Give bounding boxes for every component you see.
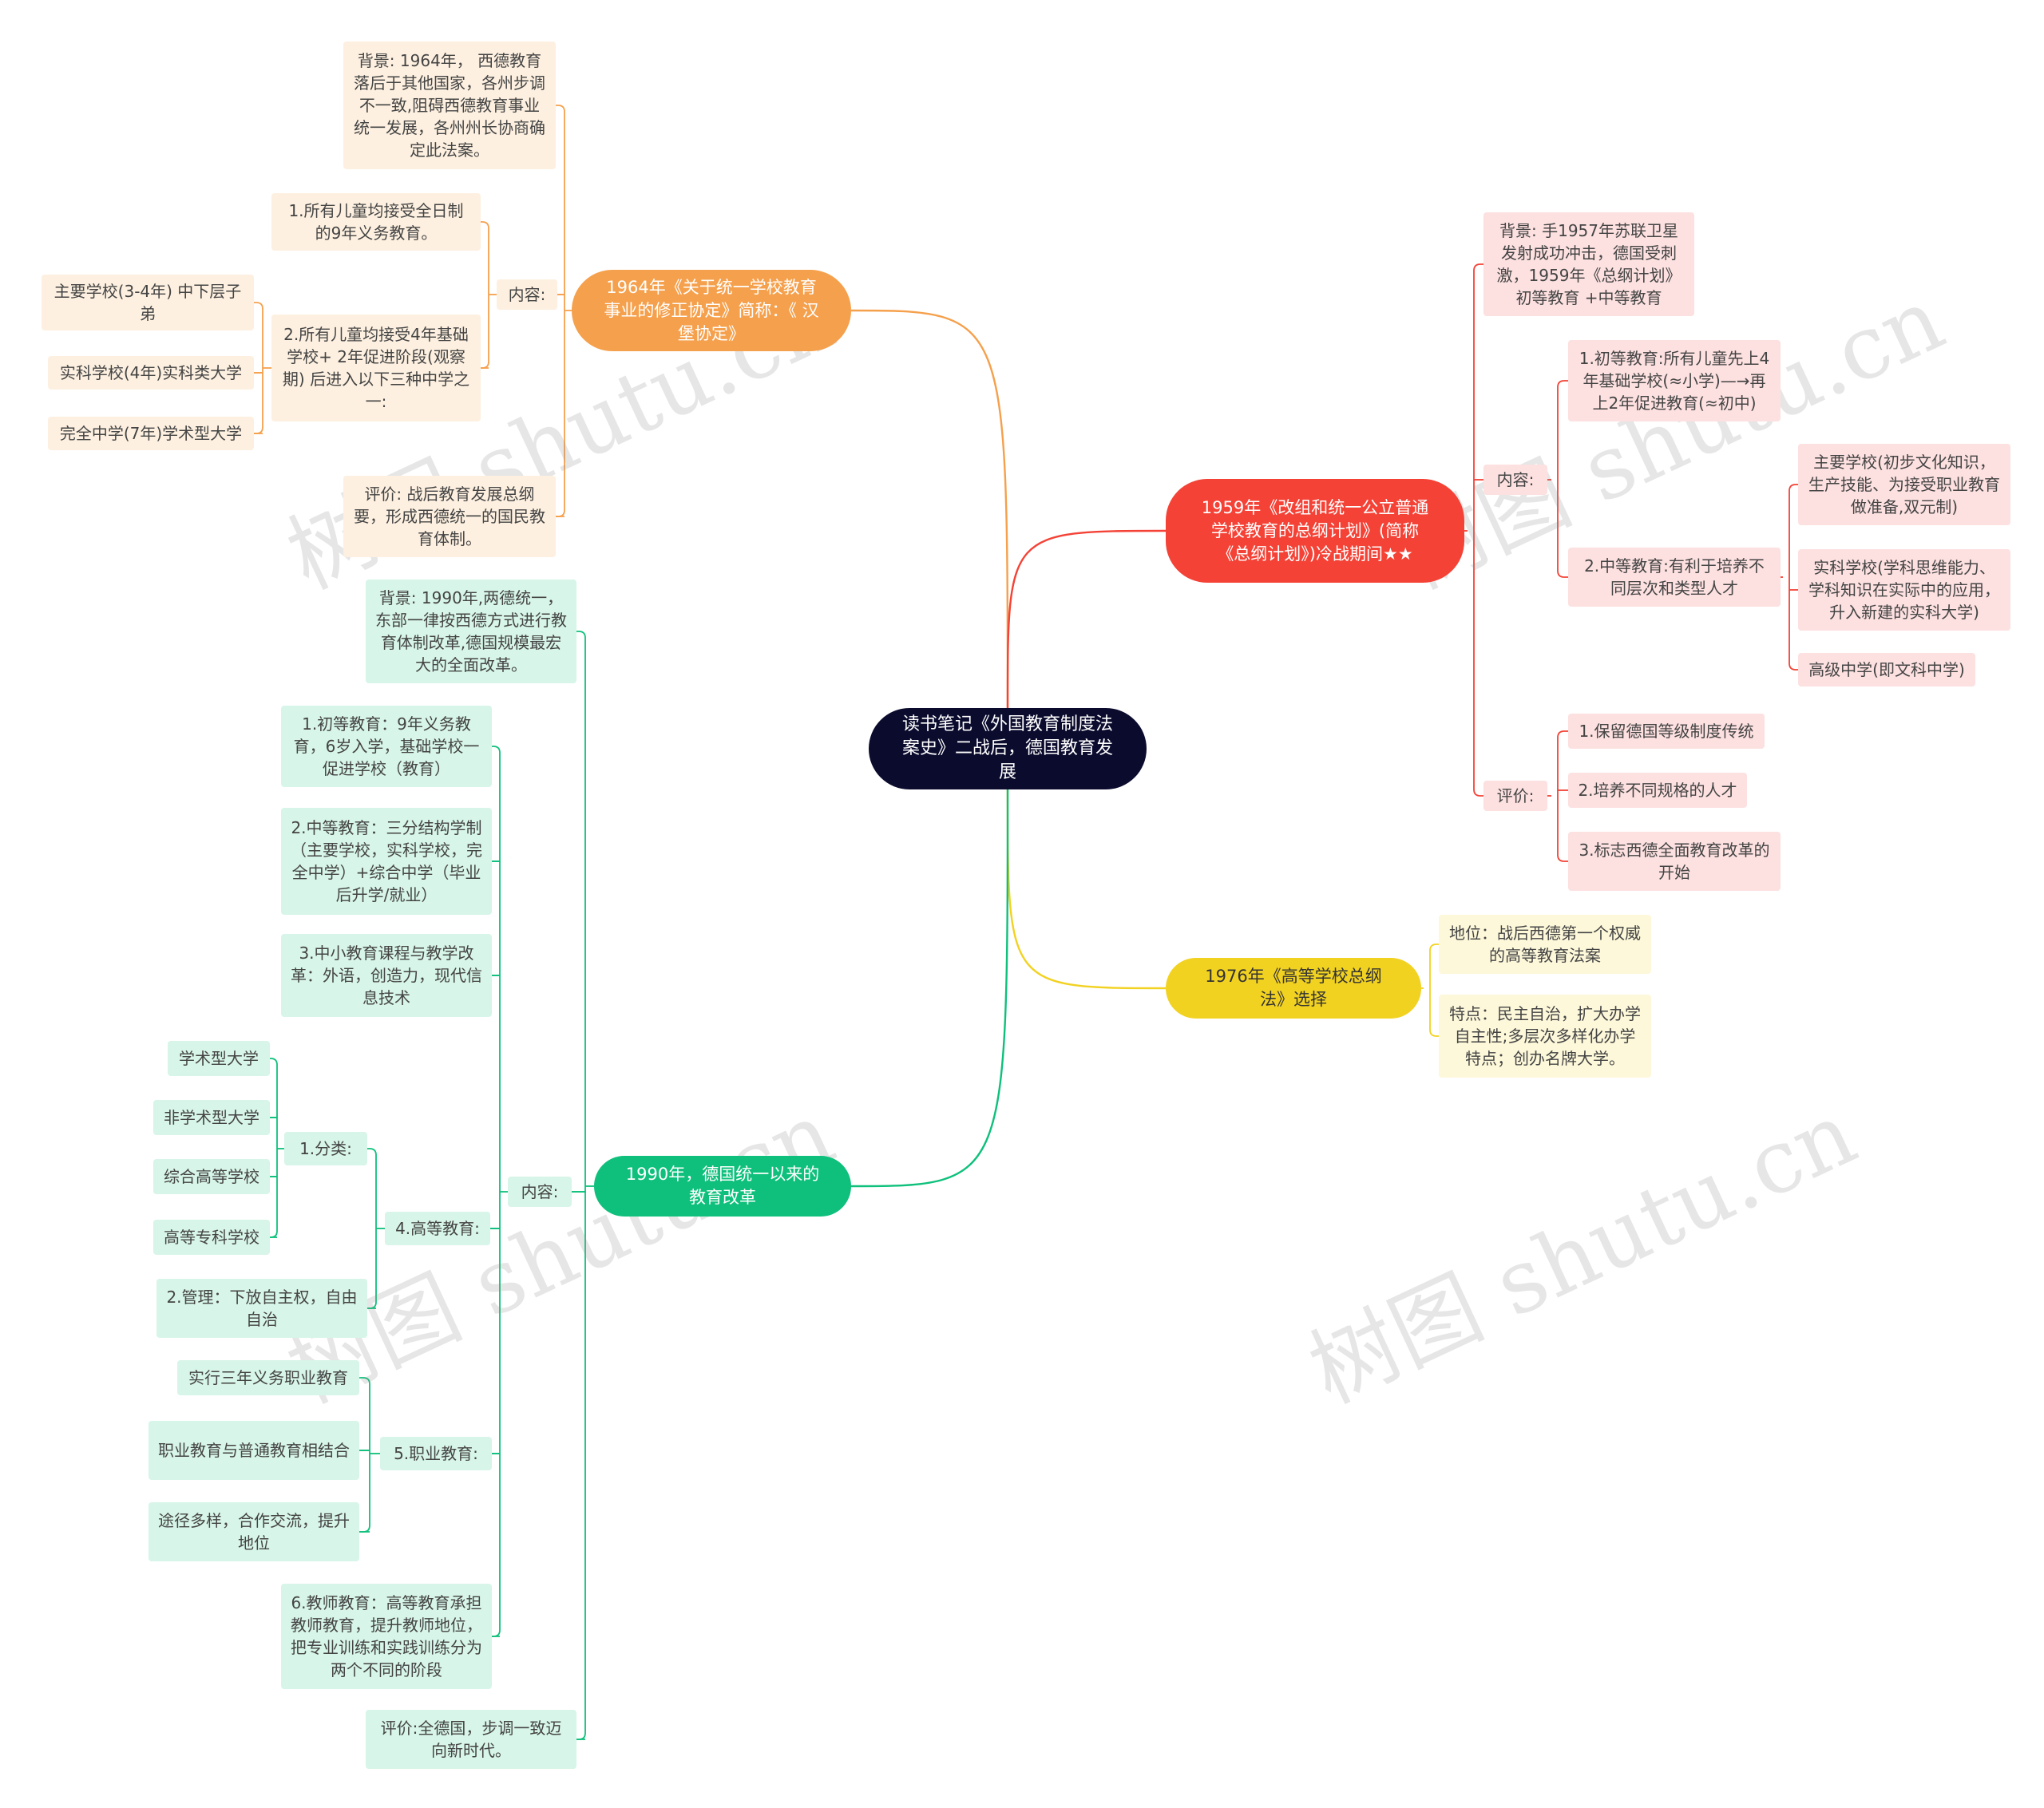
connector xyxy=(492,1629,501,1637)
node-1964-school-realschule[interactable]: 实科学校(4年)实科类大学 xyxy=(48,356,254,390)
connector xyxy=(1788,484,1798,492)
node-1990-class-academic[interactable]: 学术型大学 xyxy=(168,1041,270,1076)
node-1990-item2[interactable]: 2.中等教育：三分结构学制（主要学校，实科学校，完全中学）+综合中学（毕业后升学… xyxy=(281,808,492,915)
node-1990-class-non-academic[interactable]: 非学术型大学 xyxy=(153,1100,270,1135)
node-1959-evaluation-label[interactable]: 评价: xyxy=(1483,781,1547,811)
connector xyxy=(1006,529,1167,709)
node-1959-eval1[interactable]: 1.保留德国等级制度传统 xyxy=(1568,714,1765,749)
node-1964-item1[interactable]: 1.所有儿童均接受全日制的9年义务教育。 xyxy=(271,193,481,251)
node-1990-vocational-3[interactable]: 途径多样，合作交流，提升地位 xyxy=(149,1502,359,1561)
connector xyxy=(576,631,586,639)
node-1990-management[interactable]: 2.管理：下放自主权，自由自治 xyxy=(156,1279,367,1338)
connector xyxy=(1557,380,1568,388)
node-1959-eval2[interactable]: 2.培养不同规格的人才 xyxy=(1568,773,1747,808)
branch-1976-higher-education-law[interactable]: 1976年《高等学校总纲法》选择 xyxy=(1166,958,1421,1019)
connector xyxy=(556,105,565,113)
connector xyxy=(1557,854,1568,862)
node-1990-evaluation[interactable]: 评价:全德国，步调一致迈向新时代。 xyxy=(366,1710,576,1769)
node-1964-evaluation[interactable]: 评价: 战后教育发展总纲要，形成西德统一的国民教育体制。 xyxy=(343,476,556,557)
node-1990-background[interactable]: 背景: 1990年,两德统一，东部一律按西德方式进行教育体制改革,德国规模最宏大… xyxy=(366,580,576,683)
connector xyxy=(576,1732,586,1740)
connector xyxy=(254,302,263,310)
connector xyxy=(850,789,1009,1188)
connector xyxy=(556,509,565,517)
branch-1990-reunification-reform[interactable]: 1990年，德国统一以来的教育改革 xyxy=(594,1156,851,1217)
node-1990-item1[interactable]: 1.初等教育：9年义务教育，6岁入学，基础学校一促进学校（教育） xyxy=(281,706,492,787)
node-1990-class-specialized[interactable]: 高等专科学校 xyxy=(153,1220,270,1255)
connector xyxy=(1429,944,1439,951)
connector xyxy=(254,426,263,434)
connector xyxy=(1557,570,1568,578)
connector xyxy=(1788,663,1798,671)
node-1959-school-main[interactable]: 主要学校(初步文化知识，生产技能、为接受职业教育做准备,双元制) xyxy=(1798,444,2010,525)
connector xyxy=(270,1058,278,1066)
node-1990-content-label[interactable]: 内容: xyxy=(508,1177,572,1207)
connector xyxy=(850,309,1009,709)
connector xyxy=(367,1301,377,1309)
node-1990-vocational-2[interactable]: 职业教育与普通教育相结合 xyxy=(149,1421,359,1480)
node-1990-item3[interactable]: 3.中小教育课程与教学改革：外语，创造力，现代信息技术 xyxy=(281,934,492,1017)
node-1959-eval3[interactable]: 3.标志西德全面教育改革的开始 xyxy=(1568,832,1781,891)
node-1990-vocational-1[interactable]: 实行三年义务职业教育 xyxy=(177,1360,359,1395)
node-1959-school-gymnasium[interactable]: 高级中学(即文科中学) xyxy=(1798,653,1975,686)
branch-1959-general-plan[interactable]: 1959年《改组和统一公立普通学校教育的总纲计划》(简称 《总纲计划》)冷战期间… xyxy=(1166,479,1464,583)
node-1990-higher-education[interactable]: 4.高等教育: xyxy=(385,1212,490,1245)
connector xyxy=(1557,730,1568,738)
connector xyxy=(481,361,489,369)
node-1959-item1[interactable]: 1.初等教育:所有儿童先上4年基础学校(≈小学)—→再 上2年促进教育(≈初中) xyxy=(1568,340,1781,421)
node-1990-vocational-education[interactable]: 5.职业教育: xyxy=(380,1437,492,1470)
node-1959-background[interactable]: 背景: 手1957年苏联卫星发射成功冲击，德国受刺激，1959年《总纲计划》初等… xyxy=(1483,212,1694,316)
node-1964-school-main[interactable]: 主要学校(3-4年) 中下层子弟 xyxy=(42,275,254,330)
root-node[interactable]: 读书笔记《外国教育制度法案史》二战后，德国教育发展 xyxy=(869,708,1147,789)
connector xyxy=(359,1525,370,1533)
connector xyxy=(359,1377,370,1385)
connector xyxy=(367,1148,377,1156)
connector xyxy=(492,746,501,754)
connector xyxy=(1473,263,1483,271)
node-1959-item2[interactable]: 2.中等教育:有利于培养不同层次和类型人才 xyxy=(1568,548,1781,607)
node-1976-status[interactable]: 地位：战后西德第一个权威的高等教育法案 xyxy=(1439,915,1651,974)
node-1990-item6[interactable]: 6.教师教育：高等教育承担教师教育，提升教师地位，把专业训练和实践训练分为两个不… xyxy=(281,1584,492,1689)
node-1964-item2[interactable]: 2.所有儿童均接受4年基础学校+ 2年促进阶段(观察期) 后进入以下三种中学之一… xyxy=(271,315,481,421)
node-1976-features[interactable]: 特点：民主自治，扩大办学自主性;多层次多样化办学特点；创办名牌大学。 xyxy=(1439,995,1651,1078)
connector xyxy=(481,221,489,229)
node-1964-background[interactable]: 背景: 1964年， 西德教育落后于其他国家，各州步调不一致,阻碍西德教育事业统… xyxy=(343,42,556,169)
node-1964-school-gymnasium[interactable]: 完全中学(7年)学术型大学 xyxy=(48,417,254,450)
node-1990-classification-label[interactable]: 1.分类: xyxy=(284,1132,367,1165)
node-1959-school-realschule[interactable]: 实科学校(学科思维能力、学科知识在实际中的应用，升入新建的实科大学) xyxy=(1798,549,2010,631)
connector xyxy=(1006,789,1167,990)
node-1964-content-label[interactable]: 内容: xyxy=(497,279,557,310)
connector xyxy=(1429,1029,1439,1037)
branch-1964-hamburg-agreement[interactable]: 1964年《关于统一学校教育事业的修正协定》简称：《 汉堡协定》 xyxy=(572,270,851,351)
node-1959-content-label[interactable]: 内容: xyxy=(1483,465,1547,495)
node-1990-class-comprehensive[interactable]: 综合高等学校 xyxy=(153,1159,270,1194)
connector xyxy=(270,1230,278,1238)
connector xyxy=(1473,789,1483,797)
